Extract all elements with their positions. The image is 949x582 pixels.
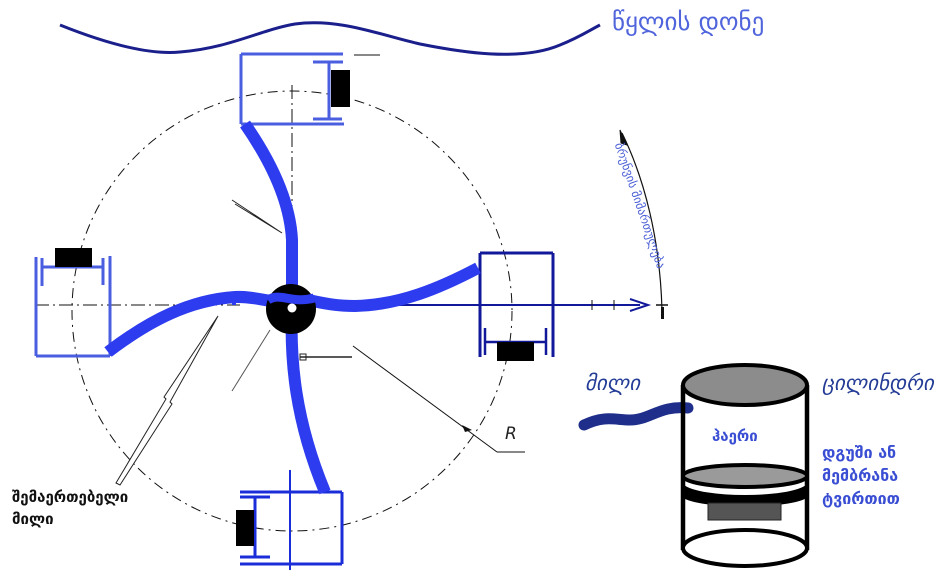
axis-arrow-icon (629, 298, 652, 312)
piston-label-line2: მემბრანა (822, 466, 899, 486)
connecting-pipe-label-line2: მილი (12, 509, 54, 528)
right-cylinder (478, 251, 555, 361)
pipe-top (240, 120, 298, 290)
pipe-right (291, 262, 481, 313)
rotation-direction-arc (621, 132, 663, 311)
connecting-pipe-pointer (115, 315, 219, 486)
detail-tube (578, 402, 694, 431)
water-level-label: წყლის დონე (612, 7, 765, 36)
water-level-line (59, 21, 601, 56)
piston-weight (707, 502, 782, 521)
connecting-pipe-label: შემაერთებელი მილი (12, 487, 128, 531)
leader-line (231, 199, 283, 234)
radius-line (352, 345, 498, 453)
hub-axle (287, 303, 297, 313)
cylinder-label: ცილინდრი (822, 371, 934, 395)
air-label: ჰაერი (712, 427, 758, 445)
pipe-bottom (285, 309, 331, 495)
radius-label: R (505, 424, 517, 444)
bottom-cylinder (236, 470, 344, 570)
radius-arrow-icon (462, 425, 472, 432)
top-weight (331, 70, 350, 107)
piston-top (681, 463, 809, 489)
connecting-pipe-label-line1: შემაერთებელი (12, 488, 129, 506)
bottom-weight (236, 510, 254, 546)
detail-cylinder (578, 363, 810, 568)
leader-line (231, 329, 271, 392)
piston-band (681, 482, 809, 507)
pipe-joint (232, 293, 236, 305)
tube-label: მილი (585, 371, 641, 395)
leader-marker (299, 353, 307, 361)
piston-label-line3: ტვირთით (822, 489, 900, 509)
piston-label: დგუში ან მემბრანა ტვირთით (822, 441, 900, 511)
arc-end-marker (661, 307, 664, 319)
left-weight (55, 248, 92, 267)
rotation-arrow-icon (619, 129, 628, 146)
piston-label-line1: დგუში ან (822, 443, 897, 462)
cylinder-top (681, 363, 809, 407)
cylinder-bottom (681, 528, 809, 568)
top-cylinder (239, 52, 380, 126)
left-cylinder (34, 248, 112, 358)
right-weight (497, 342, 534, 361)
